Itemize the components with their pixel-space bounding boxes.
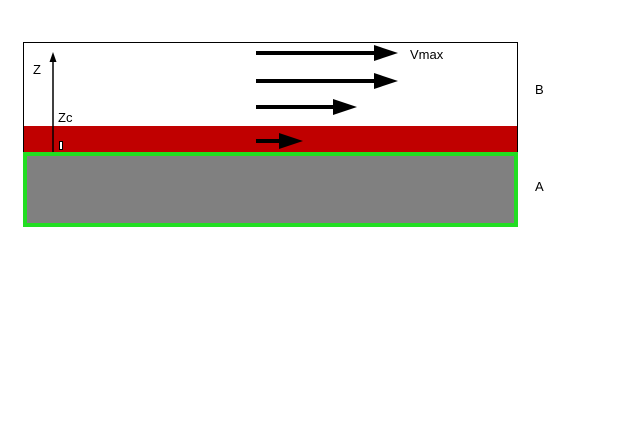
velocity-arrow-4 (256, 133, 303, 149)
velocity-arrow-3 (256, 99, 357, 115)
vmax-label: Vmax (410, 47, 444, 62)
z-axis-label: Z (33, 62, 41, 77)
zc-label: Zc (58, 110, 73, 125)
velocity-arrow-2 (256, 73, 398, 89)
ground-region-a (23, 152, 518, 227)
region-a-label: A (535, 179, 544, 194)
z-axis-arrow (49, 52, 57, 152)
zc-marker (59, 141, 63, 150)
velocity-arrow-1 (256, 45, 398, 61)
region-b-label: B (535, 82, 544, 97)
